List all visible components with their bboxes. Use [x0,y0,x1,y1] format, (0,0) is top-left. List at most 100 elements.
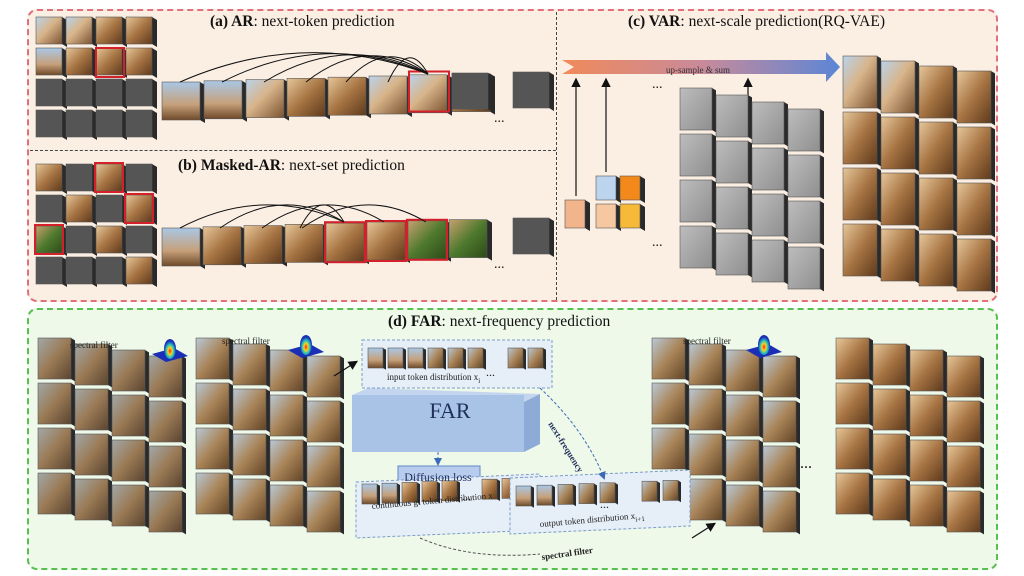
tile-edge [71,383,75,427]
far-step-3-tile [762,490,797,533]
tile-edge [108,389,112,433]
var-upsample-arrow [562,52,840,82]
input-token [427,347,444,369]
tile-edge [640,176,645,203]
masked-ar-sequence-token [284,224,324,263]
tile-edge [531,486,534,508]
ar-grid-tile [35,109,63,138]
ar-grid-tile [125,78,153,107]
far-step-3-tile [688,343,723,386]
far-step-2-tile [306,490,341,533]
var-scale-2-token [619,175,641,201]
tile-edge [152,48,157,78]
tile-edge [906,479,910,523]
tile-edge [182,356,186,400]
far-step-3-tile [762,400,797,443]
spectral-filter-peak [300,335,312,355]
var-output-tile [918,65,954,119]
tile-edge [722,434,726,478]
far-step-2-tile [195,337,230,380]
tile-edge [443,348,446,370]
masked-ar-sequence-token-empty [512,217,550,255]
var-ellipsis: ... [652,235,663,250]
tile-edge [869,473,873,517]
masked-ar-dependency-arc [219,204,345,229]
masked-ar-sequence-token [202,226,242,266]
masked-ar-grid-tile [65,163,93,192]
tile-edge [615,482,618,505]
far-step-3-tile [725,484,760,527]
ar-dependency-arc [179,52,429,83]
far-output-tile [872,388,907,431]
ar-current-token-highlight [95,47,125,78]
tile-edge [980,401,984,445]
tile-edge [915,173,919,228]
tile-edge [991,127,995,182]
masked-ar-sequence-token [366,221,406,261]
tile-edge [784,148,788,193]
tile-edge [869,338,873,382]
output-token [599,482,616,504]
spectral-filter-connector [419,537,541,556]
masked-ar-grid-tile [125,163,153,192]
tile-edge [712,226,716,271]
far-step-2-tile [232,433,267,476]
gt-token [441,480,458,502]
var-top-ellipsis: ... [652,77,663,92]
var-residual-token [751,101,785,145]
tile-edge [266,389,270,433]
far-output-tile [872,478,907,521]
var-scale-diagram [562,52,995,294]
input-distribution-label: input token distribution xi [387,372,480,385]
tile-edge [943,440,947,484]
tile-edge [145,440,149,484]
ar-grid-tile [95,78,123,107]
far-step-1-tile [111,349,146,392]
tile-edge [340,401,344,445]
ar-token-sequence [161,52,554,123]
far-step-3-tile [651,427,686,470]
ar-token-grid [35,16,157,140]
tile-edge [383,348,386,370]
masked-ar-grid-tile [95,256,123,285]
var-output-tile [956,182,992,236]
far-step-3-tile [688,388,723,431]
tile-edge [678,480,681,503]
masked-ar-token-grid [34,162,157,287]
far-step-2-tile [232,478,267,521]
far-step-1-tile [74,343,109,386]
var-output-tile [842,223,878,277]
var-output-tile [880,60,916,114]
tile-edge [748,95,752,140]
var-output-tile [956,70,992,124]
masked-ar-grid-tile [125,225,153,254]
far-step-1-tile [74,433,109,476]
tile-edge [552,485,555,507]
var-scale-2-token [619,203,641,229]
masked-ar-set-highlight [94,162,124,193]
spectral-filter-label-2: spectral filter [222,336,270,346]
masked-ar-sequence-token [325,222,365,262]
ar-grid-tile [125,47,153,76]
tile-edge [877,168,881,223]
tile-edge [594,483,597,506]
var-output-tile [956,126,992,180]
tile-edge [877,56,881,111]
masked-ar-sequence-token [407,220,447,260]
tile-edge [906,344,910,388]
var-residual-token [751,147,785,191]
far-block-front [352,395,524,452]
tile-edge [303,440,307,484]
input-token [387,347,404,369]
masked-ar-target-highlight [406,218,448,261]
masked-ar-grid-tile [95,225,123,254]
masked-ar-grid-tile [35,225,63,254]
far-step-2-tile [269,394,304,437]
far-step-2-tile [269,349,304,392]
input-token [507,347,524,369]
input-ellipsis: ... [486,365,495,379]
var-output-tile [842,167,878,221]
tile-edge [417,482,420,505]
far-step-2-tile [269,439,304,482]
tile-edge [906,389,910,433]
